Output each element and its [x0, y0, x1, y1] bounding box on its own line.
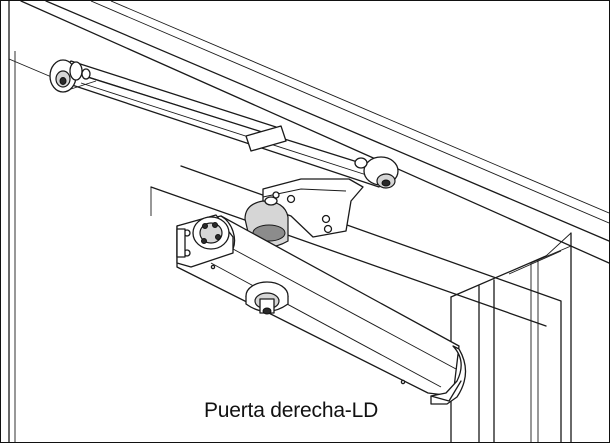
closer-arm	[58, 60, 387, 188]
closer-body	[176, 215, 467, 405]
end-cap	[176, 214, 234, 268]
elbow-joint	[354, 156, 399, 189]
door-frame-header	[8, 1, 609, 442]
door-leaf	[150, 165, 572, 442]
lower-pinion	[245, 281, 289, 315]
upper-pivot	[49, 59, 97, 93]
door-orientation-caption: Puerta derecha-LD	[204, 399, 379, 422]
